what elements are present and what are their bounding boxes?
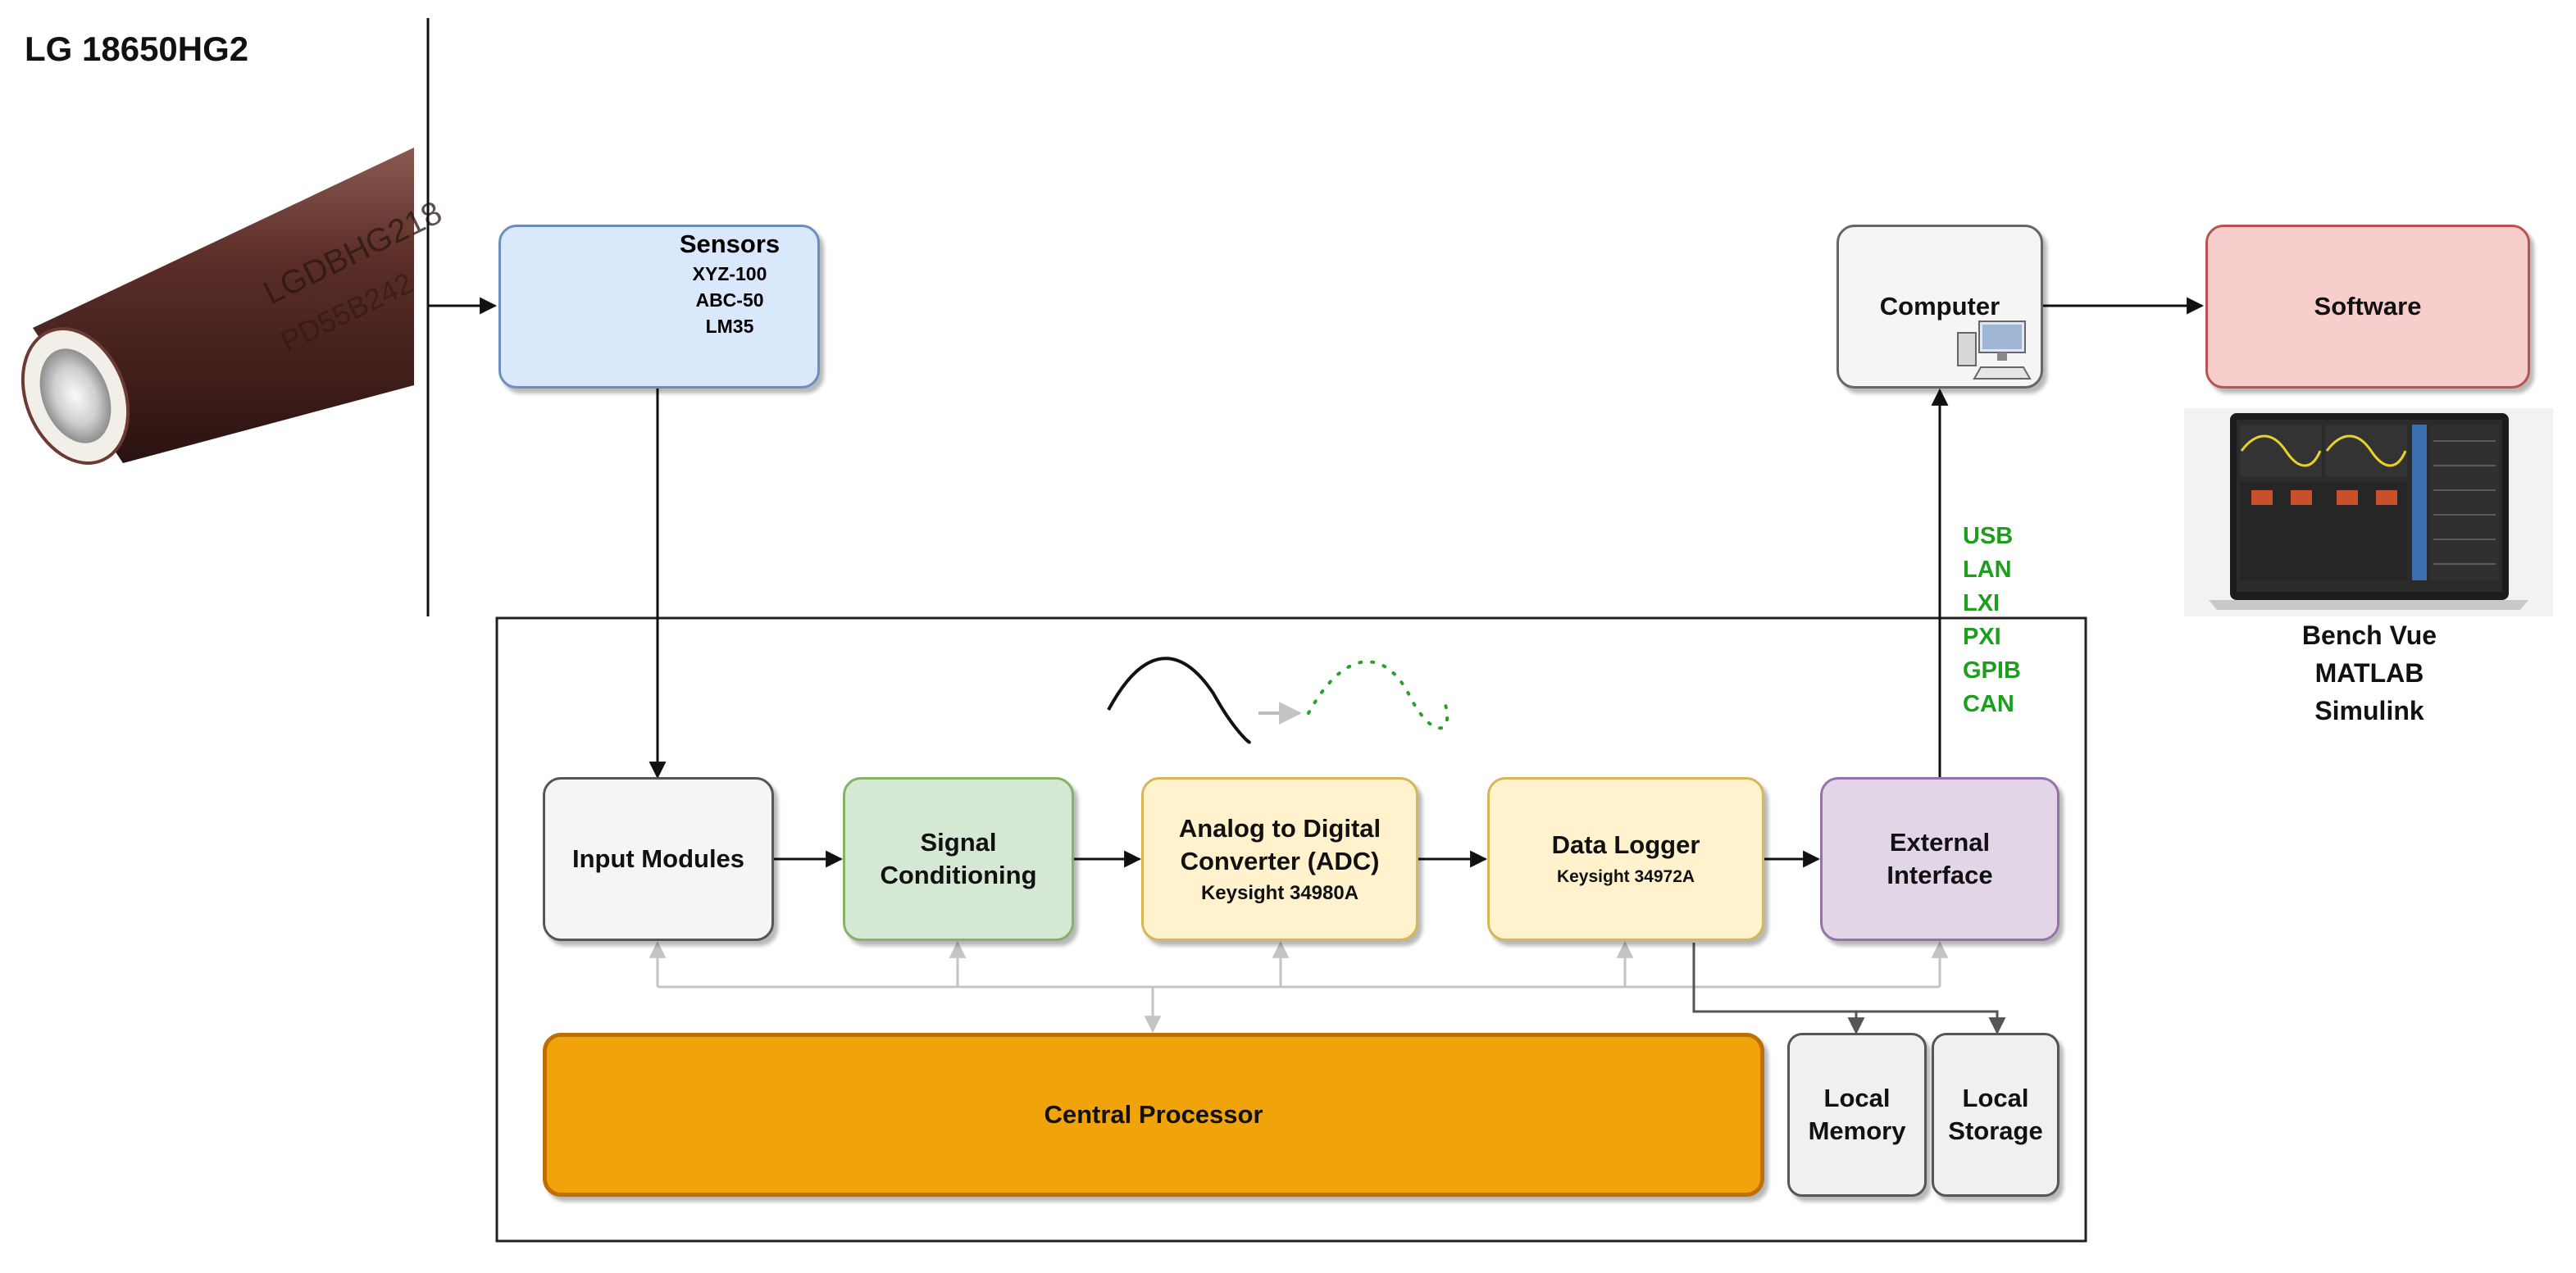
local-memory-block[interactable]: Local Memory: [1787, 1033, 1927, 1197]
computer-label: Computer: [1879, 292, 2000, 321]
adc-line1: Analog to Digital: [1178, 814, 1381, 843]
sensor-model-3: LM35: [705, 316, 754, 337]
software-label: Software: [2314, 292, 2422, 321]
sensors-text: Sensors XYZ-100 ABC-50 LM35: [672, 228, 787, 339]
external-interface-line1: External: [1889, 828, 1991, 857]
protocol-lan: LAN: [1963, 557, 2012, 583]
input-modules-block[interactable]: Input Modules: [543, 777, 774, 941]
sensors-box[interactable]: [498, 225, 820, 389]
central-processor-label: Central Processor: [1044, 1100, 1263, 1129]
input-modules-label: Input Modules: [571, 844, 745, 873]
local-memory-line1: Local: [1823, 1084, 1891, 1112]
protocol-gpib: GPIB: [1963, 657, 2021, 684]
interface-protocols: USB LAN LXI PXI GPIB CAN: [1963, 520, 2021, 721]
processor-bus: [649, 940, 1949, 1034]
signal-conditioning-block[interactable]: Signal Conditioning: [843, 777, 1074, 941]
software-app-3: Simulink: [2314, 696, 2424, 725]
signal-conditioning-line2: Conditioning: [880, 861, 1037, 889]
protocol-usb: USB: [1963, 523, 2014, 549]
external-interface-block[interactable]: External Interface: [1820, 777, 2059, 941]
sensor-model-2: ABC-50: [695, 289, 764, 311]
software-app-2: MATLAB: [2314, 658, 2424, 688]
local-storage-block[interactable]: Local Storage: [1932, 1033, 2059, 1197]
sensors-title: Sensors: [679, 230, 781, 258]
external-interface-line2: Interface: [1886, 861, 1993, 889]
data-logger-block[interactable]: Data Logger Keysight 34972A: [1487, 777, 1764, 941]
protocol-can: CAN: [1963, 691, 2014, 717]
laptop-software-image: [2184, 408, 2553, 616]
adc-model: Keysight 34980A: [1200, 882, 1359, 904]
sensor-model-1: XYZ-100: [692, 263, 767, 284]
system-enclosure: [495, 616, 2087, 1243]
local-storage-line1: Local: [1962, 1084, 2029, 1112]
signal-conditioning-line1: Signal: [920, 828, 997, 857]
adc-line2: Converter (ADC): [1180, 847, 1380, 875]
protocol-pxi: PXI: [1963, 624, 2001, 650]
computer-icon: [1957, 321, 2032, 380]
software-apps: Bench Vue MATLAB Simulink: [2230, 616, 2509, 730]
local-memory-line2: Memory: [1808, 1116, 1906, 1145]
software-app-1: Bench Vue: [2301, 621, 2437, 650]
data-logger-label: Data Logger: [1551, 830, 1700, 859]
battery-image: LGDBHG218 PD55B242: [20, 148, 448, 465]
logger-memory-lines: [1692, 943, 2006, 1035]
data-logger-model: Keysight 34972A: [1556, 867, 1695, 886]
local-storage-line2: Storage: [1948, 1116, 2043, 1145]
battery-title: LG 18650HG2: [25, 30, 249, 68]
protocol-lxi: LXI: [1963, 590, 2000, 616]
computer-box[interactable]: Computer: [1836, 225, 2043, 389]
central-processor-block[interactable]: Central Processor: [543, 1033, 1764, 1197]
software-box[interactable]: Software: [2205, 225, 2530, 389]
waveform-illustration: [1107, 657, 1450, 744]
adc-block[interactable]: Analog to Digital Converter (ADC) Keysig…: [1141, 777, 1418, 941]
